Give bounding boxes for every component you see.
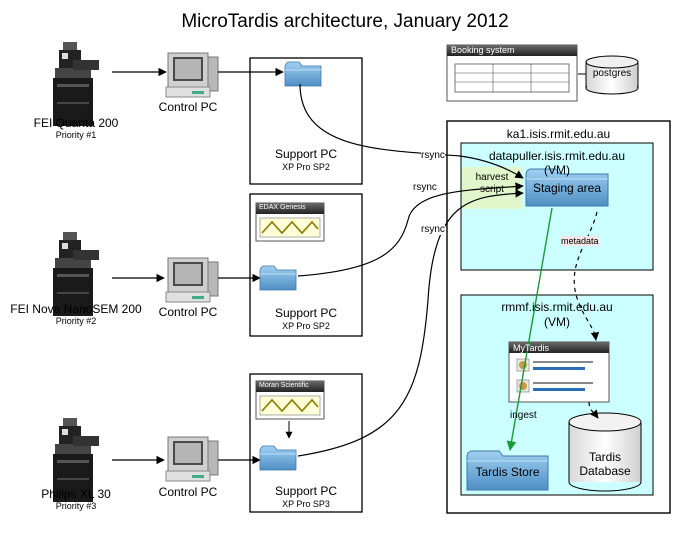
rmmf-host-label: rmmf.isis.rmit.edu.au	[501, 300, 613, 314]
server-host-label: ka1.isis.rmit.edu.au	[506, 127, 611, 141]
harvest-script-label: harvest script	[475, 172, 509, 195]
instrument-1-name: FEI Quanta 200	[33, 116, 119, 130]
rsync-label-3: rsync	[421, 224, 445, 235]
instrument-2-priority: Priority #2	[55, 316, 97, 326]
support-pc-1-label: Support PC	[274, 147, 338, 161]
moran-window	[255, 380, 325, 420]
tardis-database-label: Tardis Database	[579, 450, 631, 478]
mytardis-window-title: MyTardis	[513, 343, 550, 353]
computer-icon-2	[165, 257, 219, 303]
mytardis-db-arrow	[588, 401, 599, 419]
staging-area-label: Staging area	[532, 181, 602, 195]
rsync-curve-3	[297, 189, 524, 457]
postgres-label: postgres	[592, 68, 632, 79]
instrument-2-name: FEI Nova NanoSEM 200	[10, 302, 142, 316]
support-pc-2-os: XP Pro SP2	[282, 321, 330, 331]
booking-window-title: Booking system	[451, 45, 515, 55]
metadata-arrow	[573, 211, 600, 341]
control-pc-1-label: Control PC	[158, 100, 218, 114]
rsync-label-1: rsync	[421, 150, 445, 161]
mytardis-window	[508, 341, 610, 403]
folder-icon-3	[259, 445, 297, 471]
control-pc-2-label: Control PC	[158, 305, 218, 319]
tardis-store-label: Tardis Store	[475, 465, 540, 479]
edax-window	[255, 202, 325, 242]
edax-window-title: EDAX Genesis	[259, 204, 306, 211]
support-pc-3-os: XP Pro SP3	[282, 499, 330, 509]
datapuller-vm-label: (VM)	[544, 163, 570, 177]
datapuller-host-label: datapuller.isis.rmit.edu.au	[488, 149, 626, 163]
microscope-icon-1	[53, 42, 99, 126]
computer-icon-3	[165, 436, 219, 482]
booking-system-window	[446, 44, 578, 102]
instrument-1-priority: Priority #1	[55, 130, 97, 140]
rsync-label-2: rsync	[413, 182, 437, 193]
tardis-store-folder-icon	[466, 450, 549, 491]
rsync-curve-2	[297, 182, 524, 277]
postgres-db-icon	[585, 55, 639, 95]
control-pc-3-label: Control PC	[158, 485, 218, 499]
folder-icon-2	[259, 265, 297, 291]
metadata-label: metadata	[561, 236, 599, 246]
diagram-title: MicroTardis architecture, January 2012	[181, 11, 509, 32]
instrument-3-priority: Priority #3	[55, 501, 97, 511]
tardis-database-icon	[568, 412, 642, 492]
staging-area-folder-icon	[525, 168, 609, 207]
ingest-label: ingest	[510, 410, 537, 421]
rmmf-vm-label: (VM)	[544, 315, 570, 329]
support-pc-2-label: Support PC	[274, 306, 338, 320]
support-pc-3-label: Support PC	[274, 484, 338, 498]
support-pc-1-os: XP Pro SP2	[282, 162, 330, 172]
computer-icon-1	[165, 52, 219, 98]
instrument-3-name: Philips XL 30	[41, 487, 111, 501]
ingest-arrow	[506, 207, 553, 451]
moran-window-title: Moran Scientific	[259, 382, 309, 389]
